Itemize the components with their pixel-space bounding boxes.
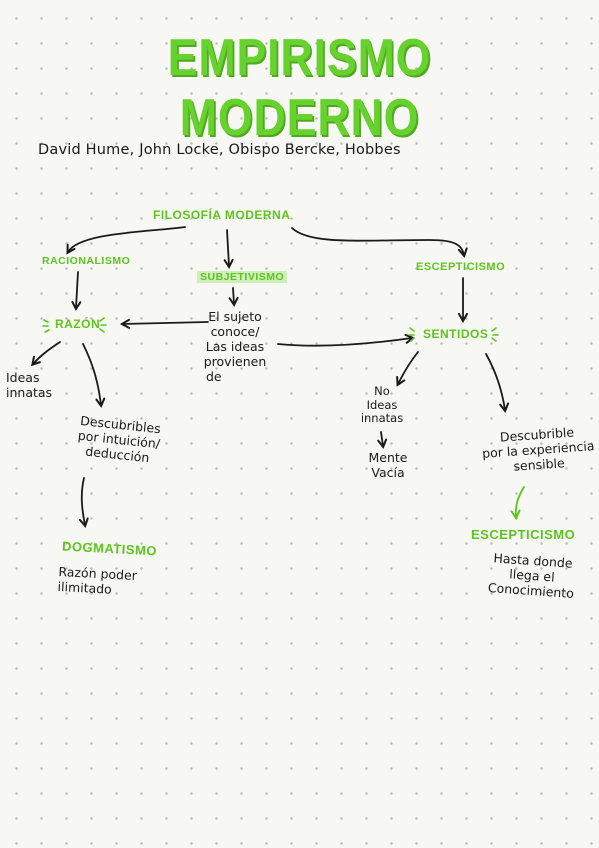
node-filosofia-moderna: FILOSOFÍA MODERNA: [153, 208, 291, 222]
arrow-razon-descubribles: [82, 343, 101, 405]
sujeto-line-3: Las ideas: [205, 339, 265, 354]
arrow-racionalismo-razon: [76, 271, 78, 308]
no-ideas-line-3: innatas: [360, 411, 404, 425]
arrow-descubribles-dogmatismo: [82, 477, 85, 525]
arrow-filosofia-subjetivismo: [227, 229, 229, 266]
node-escepticismo-top: ESCEPTICISMO: [416, 261, 506, 273]
arrow-razon-ideas: [33, 341, 61, 364]
sujeto-line-2: conoce/: [210, 324, 260, 339]
sujeto-line-1: El sujeto: [208, 309, 262, 324]
arrow-filosofia-racionalismo: [68, 226, 186, 252]
arrow-sujeto-sentidos: [277, 338, 412, 347]
node-sujeto-conoce: El sujeto conoce/ Las ideas provienen de: [196, 309, 274, 384]
arrow-descubrible-escepticismo: [516, 486, 525, 517]
sparkle-marks: [42, 317, 499, 342]
mente-line-1: Mente: [368, 450, 408, 465]
node-descubrible-experiencia: Descubrible por la experiencia sensible: [481, 423, 596, 476]
arrow-sentidos-descubrible: [485, 353, 505, 410]
node-no-ideas-innatas: No Ideas innatas: [350, 384, 414, 426]
node-hasta-donde: Hasta donde llega el Conocimiento: [473, 549, 592, 602]
arrow-sentidos-noideas: [398, 351, 419, 384]
node-subjetivismo: SUBJETIVISMO: [197, 271, 288, 283]
sujeto-line-4: provienen: [203, 354, 267, 369]
no-ideas-line-1: No: [374, 384, 390, 398]
node-ideas-innatas: Ideas innatas: [6, 370, 52, 400]
arrow-subjetivismo-sujeto: [233, 287, 234, 304]
page-title: EMPIRISMO MODERNO: [167, 29, 432, 147]
node-mente-vacia: Mente Vacía: [358, 450, 418, 480]
ideas-line-1: Ideas: [6, 370, 40, 385]
authors-line: David Hume, John Locke, Obispo Bercke, H…: [38, 142, 401, 158]
node-sentidos: SENTIDOS: [423, 327, 489, 341]
node-racionalismo: RACIONALISMO: [42, 255, 131, 267]
arrow-noideas-mente: [381, 431, 383, 446]
ideas-line-2: innatas: [6, 385, 53, 400]
sujeto-line-5: de: [206, 369, 222, 384]
node-razon-poder: Razón poder ilimitado: [57, 564, 137, 598]
arrow-sujeto-razon: [123, 322, 209, 324]
node-razon: RAZÓN: [55, 317, 101, 331]
arrow-filosofia-escepticismo: [291, 227, 464, 255]
no-ideas-line-2: Ideas: [366, 397, 398, 412]
node-escepticismo-bottom: ESCEPTICISMO: [471, 527, 576, 542]
mente-line-2: Vacía: [371, 465, 405, 480]
